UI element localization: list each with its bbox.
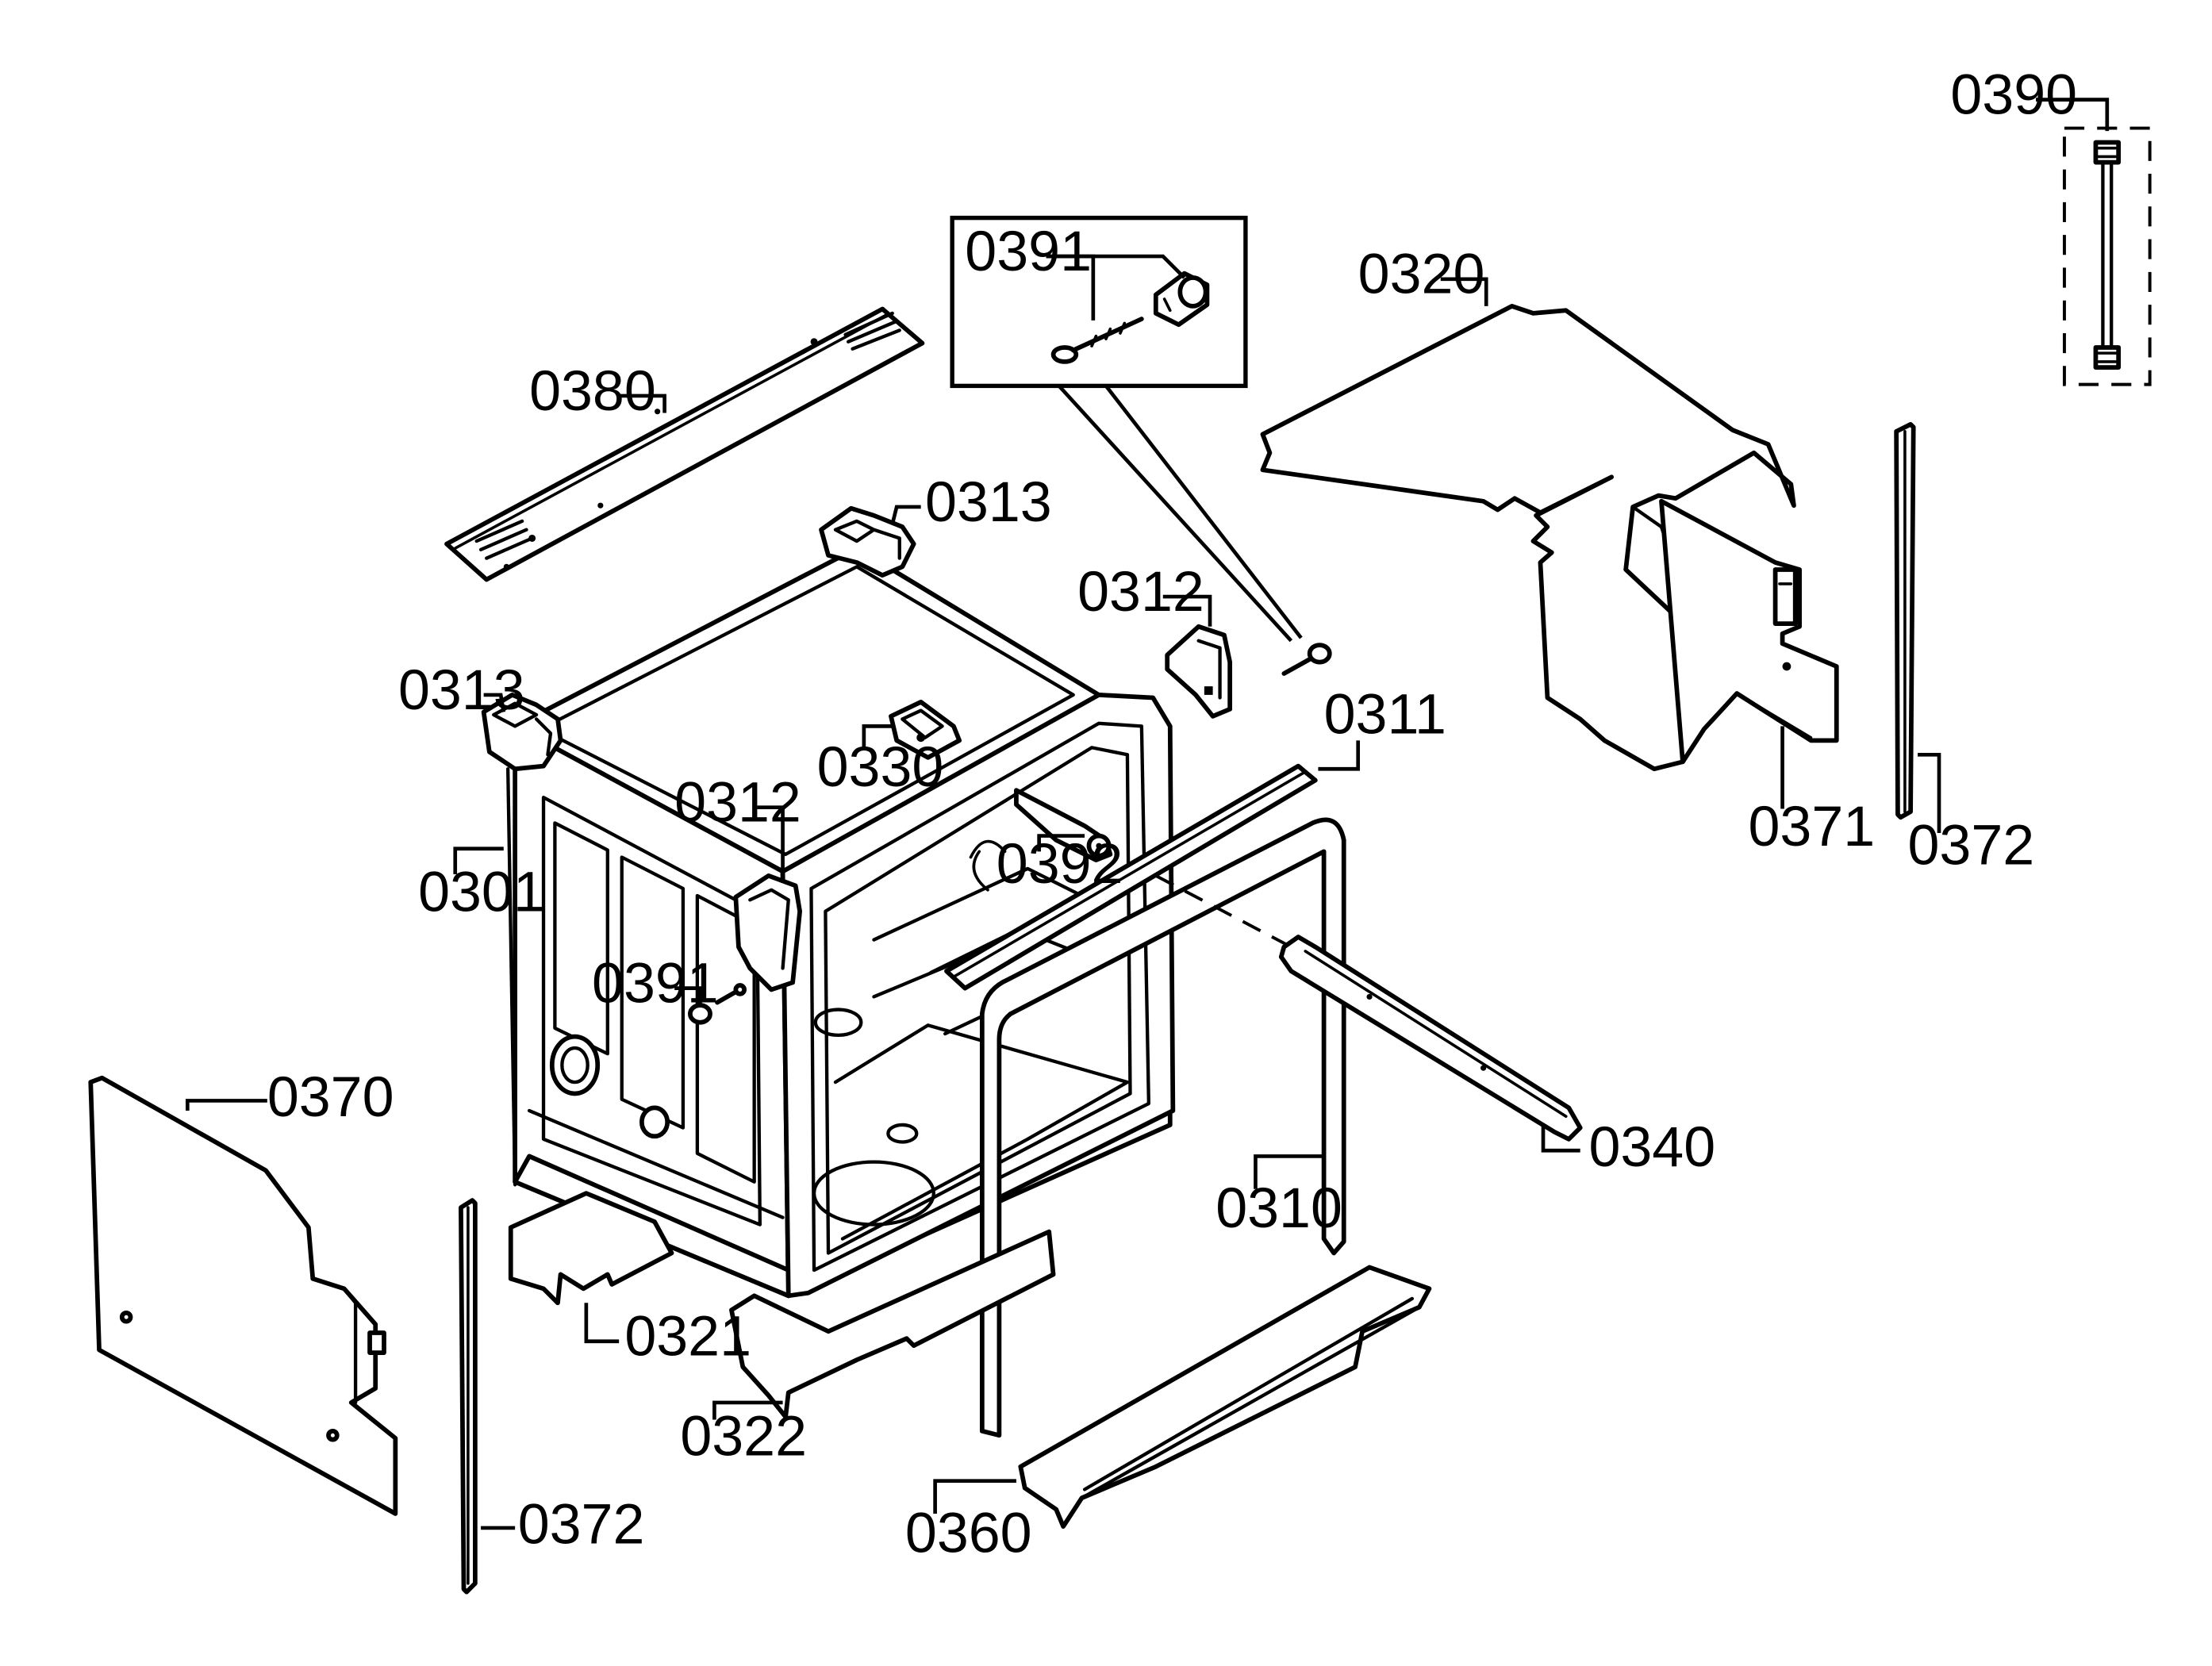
screw-icon	[1050, 317, 1144, 364]
callout-0372-left: 0372	[518, 1493, 645, 1557]
part-0330-hinge	[889, 700, 962, 760]
callout-0320: 0320	[1358, 243, 1485, 306]
callout-0372-right: 0372	[1908, 813, 2035, 877]
callout-0311: 0311	[1324, 682, 1446, 746]
callout-0313-top: 0313	[925, 470, 1052, 534]
part-0313-top-bracket	[819, 505, 916, 578]
part-0371-side-panel	[1659, 498, 1839, 765]
callout-0371: 0371	[1748, 795, 1875, 858]
callout-0391-side: 0391	[592, 952, 719, 1015]
part-0372-left-strip	[459, 1198, 478, 1595]
callout-0312-left: 0312	[674, 771, 801, 835]
leader-lines	[185, 98, 2110, 1530]
part-0391-side-screws	[688, 983, 747, 1025]
callout-0301: 0301	[418, 861, 545, 924]
part-0390-cable	[2062, 126, 2152, 386]
part-0370-left-panel	[88, 1075, 398, 1516]
inset-frame	[950, 215, 1248, 389]
callout-0321: 0321	[624, 1305, 751, 1368]
callout-0390: 0390	[1950, 63, 2077, 127]
part-0340-rail	[1154, 874, 1583, 1142]
part-0312-right-bracket	[1165, 624, 1233, 719]
wall-anchor-icon	[1153, 271, 1210, 328]
callout-0370: 0370	[267, 1065, 394, 1129]
callout-labels: 0390 0391 0320 0380 0313 0312 0313 0311 …	[267, 63, 2077, 1565]
callout-0313-left: 0313	[398, 658, 525, 722]
part-0313-left-bracket	[481, 693, 563, 772]
inset-detail-0391	[950, 215, 1303, 643]
callout-0392: 0392	[997, 832, 1123, 896]
part-0321-base-block	[508, 1191, 674, 1306]
part-0301-tub	[506, 546, 1176, 1299]
callout-0391-inset: 0391	[965, 220, 1092, 283]
part-0392-clip	[972, 788, 1113, 892]
callout-0322: 0322	[680, 1404, 807, 1468]
part-0391-top-screw	[1281, 643, 1332, 676]
part-0310-gasket	[979, 817, 1346, 1438]
part-0312-left-bracket	[733, 873, 802, 992]
callout-0340: 0340	[1588, 1115, 1715, 1179]
part-0372-right-strip	[1894, 422, 1916, 820]
part-0311-seal-strip	[944, 763, 1318, 991]
part-0322-base-block	[729, 1229, 1056, 1419]
callout-0310: 0310	[1215, 1177, 1342, 1240]
callout-0330: 0330	[817, 735, 944, 799]
callout-0360: 0360	[905, 1501, 1032, 1564]
part-0380-top-plate	[444, 306, 925, 582]
callout-0312-right: 0312	[1077, 560, 1204, 624]
callout-0380: 0380	[529, 359, 656, 423]
part-0360-bottom-trim	[1018, 1265, 1432, 1529]
